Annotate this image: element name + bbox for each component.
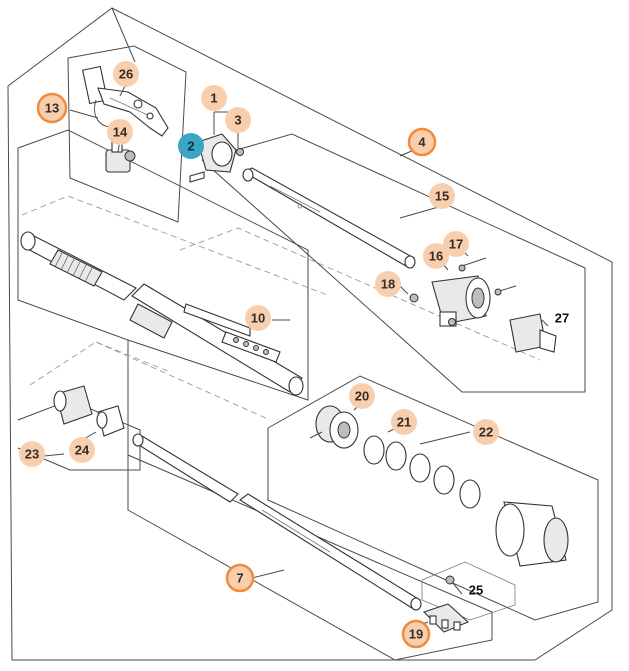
callout-14-label: 14 xyxy=(113,125,128,140)
handle-assembly-part xyxy=(82,65,169,137)
callout-16[interactable]: 16 xyxy=(423,243,449,269)
callout-22-label: 22 xyxy=(479,425,493,440)
callout-17-label: 17 xyxy=(449,237,463,252)
callout-4[interactable]: 4 xyxy=(407,127,437,157)
part-label-25[interactable]: 25 xyxy=(469,583,483,598)
callout-19[interactable]: 19 xyxy=(401,619,431,649)
callout-19-label: 19 xyxy=(409,627,423,642)
callout-7[interactable]: 7 xyxy=(225,563,255,593)
callout-17[interactable]: 17 xyxy=(443,231,469,257)
end-cap-part xyxy=(422,603,470,633)
callout-1-label: 1 xyxy=(210,91,217,106)
callout-18[interactable]: 18 xyxy=(375,271,401,297)
throttle-switch-part xyxy=(105,137,136,173)
callout-2-label: 2 xyxy=(187,139,194,154)
callout-2[interactable]: 2 xyxy=(178,133,204,159)
callout-20-label: 20 xyxy=(355,389,369,404)
callout-21[interactable]: 21 xyxy=(391,409,417,435)
lower-shaft-part xyxy=(132,433,422,611)
coupling-parts xyxy=(53,385,125,437)
part-label-27[interactable]: 27 xyxy=(555,311,569,326)
callout-10[interactable]: 10 xyxy=(245,305,271,331)
callout-24-label: 24 xyxy=(75,443,90,458)
callout-20[interactable]: 20 xyxy=(349,383,375,409)
callout-22[interactable]: 22 xyxy=(473,419,499,445)
callout-14[interactable]: 14 xyxy=(107,119,133,145)
callout-10-label: 10 xyxy=(251,311,265,326)
connector-part xyxy=(509,313,557,353)
callout-23[interactable]: 23 xyxy=(19,441,45,467)
callout-7-label: 7 xyxy=(236,571,243,586)
upper-shaft-part xyxy=(242,167,416,269)
outer-frame xyxy=(7,7,613,661)
callout-13-label: 13 xyxy=(45,101,59,116)
callout-16-label: 16 xyxy=(429,249,443,264)
callout-3[interactable]: 3 xyxy=(225,107,251,133)
callout-18-label: 18 xyxy=(381,277,395,292)
callout-26-label: 26 xyxy=(119,67,133,82)
callout-1[interactable]: 1 xyxy=(201,85,227,111)
gear-head-part xyxy=(309,405,569,567)
callout-4-label: 4 xyxy=(418,135,426,150)
callout-26[interactable]: 26 xyxy=(113,61,139,87)
callout-23-label: 23 xyxy=(25,447,39,462)
callout-3-label: 3 xyxy=(234,113,241,128)
group-frames xyxy=(17,45,599,661)
callout-24[interactable]: 24 xyxy=(69,437,95,463)
callout-13[interactable]: 13 xyxy=(36,92,68,124)
bolt-part xyxy=(445,575,463,595)
callout-15[interactable]: 15 xyxy=(429,183,455,209)
callout-15-label: 15 xyxy=(435,189,449,204)
callout-21-label: 21 xyxy=(397,415,411,430)
grip-tube-part xyxy=(20,231,304,396)
clamp-housing-part xyxy=(409,257,517,327)
dashed-guides xyxy=(21,195,541,421)
